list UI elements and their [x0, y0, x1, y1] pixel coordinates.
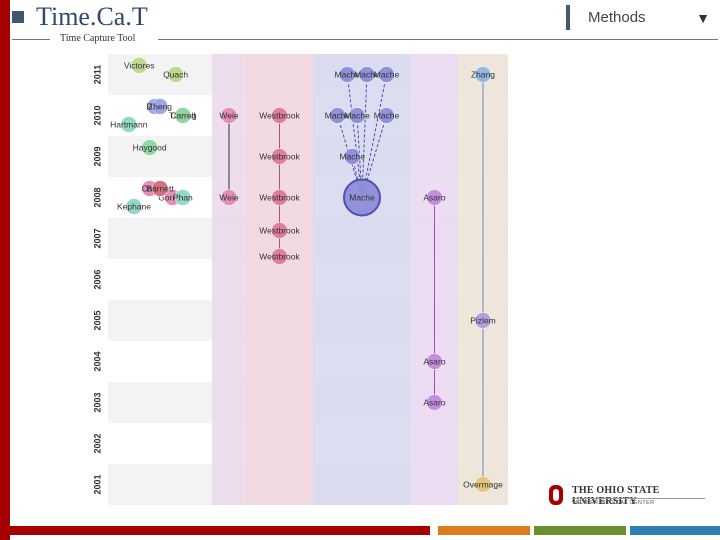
author-label: Mache	[374, 111, 400, 121]
methods-marker	[566, 5, 570, 30]
footer-bar-orange	[438, 526, 530, 535]
footer-color-bars	[10, 526, 720, 540]
author-label: Mache	[335, 70, 361, 80]
author-label: Zheng	[148, 102, 172, 112]
author-label: Barnett	[146, 184, 174, 194]
author-node[interactable]	[329, 107, 346, 124]
author-label: Mache	[325, 111, 351, 121]
year-label: 2007	[92, 228, 102, 248]
author-node[interactable]	[174, 189, 192, 206]
author-label: Haygood	[133, 143, 167, 153]
author-label: Hartmann	[110, 120, 148, 130]
author-node[interactable]	[348, 107, 366, 124]
left-brand-bar	[0, 0, 10, 540]
author-node[interactable]	[426, 189, 443, 206]
author-node[interactable]	[271, 189, 288, 206]
author-node[interactable]	[167, 66, 184, 83]
author-node[interactable]	[474, 66, 492, 83]
author-node[interactable]	[220, 107, 238, 124]
author-node[interactable]	[378, 66, 395, 83]
author-label: Westbrook	[259, 226, 300, 236]
author-node[interactable]	[271, 148, 288, 165]
author-node[interactable]	[426, 353, 443, 370]
author-label: Chu	[142, 184, 158, 194]
author-label: Westbrook	[259, 193, 300, 203]
block-o-icon	[549, 485, 563, 505]
author-node[interactable]	[358, 66, 376, 83]
author-node[interactable]	[125, 198, 143, 215]
year-label: 2004	[92, 351, 102, 371]
header-rule-right	[158, 39, 718, 40]
year-label: 2008	[92, 187, 102, 207]
author-label: Pizlem	[470, 316, 496, 326]
author-label: Mache	[354, 70, 380, 80]
author-label: Victores	[124, 61, 155, 71]
author-label: Westbrook	[259, 252, 300, 262]
timeline-svg: 2011 2010 2009 2008 2007 2006 2005 2004 2003 2002…	[92, 54, 508, 505]
university-name: THE OHIO STATE UNIVERSITY	[572, 485, 660, 507]
footer-bar-green	[534, 526, 626, 535]
author-label: Mache	[349, 193, 375, 203]
author-node[interactable]	[174, 107, 192, 124]
author-node[interactable]	[474, 476, 492, 493]
methods-label: Methods	[588, 9, 646, 26]
year-label: 2003	[92, 392, 102, 412]
author-label: Mache	[344, 111, 370, 121]
methods-dropdown[interactable]: Methods ▼	[566, 5, 716, 30]
author-node[interactable]	[141, 139, 158, 156]
year-label: 2011	[92, 65, 102, 85]
author-node[interactable]	[426, 394, 443, 411]
author-node[interactable]	[151, 98, 169, 115]
year-label: 2009	[92, 146, 102, 166]
author-node[interactable]	[271, 222, 288, 239]
author-node[interactable]	[474, 312, 492, 329]
author-label: Mache	[339, 152, 365, 162]
author-label: Overmage	[463, 480, 503, 490]
author-label: Mache	[374, 70, 400, 80]
author-label: Kephane	[117, 202, 151, 212]
page-subtitle: Time Capture Tool	[60, 33, 136, 44]
chevron-down-icon[interactable]: ▼	[696, 10, 710, 26]
medical-center-name: WEXNER MEDICAL CENTER	[572, 500, 655, 506]
author-node[interactable]	[271, 248, 288, 265]
year-label: 2010	[92, 105, 102, 125]
year-label: 2006	[92, 269, 102, 289]
author-node[interactable]	[343, 178, 381, 217]
author-node[interactable]	[343, 148, 361, 165]
title-bullet-icon	[12, 11, 24, 23]
author-label: Asaro	[423, 357, 445, 367]
year-label: 2005	[92, 310, 102, 330]
author-node[interactable]	[271, 107, 288, 124]
timeline-link	[361, 74, 387, 198]
author-label: Weie	[219, 111, 238, 121]
osu-logo: THE OHIO STATE UNIVERSITY WEXNER MEDICAL…	[548, 483, 718, 513]
author-label: Weie	[219, 193, 238, 203]
author-node[interactable]	[130, 57, 148, 74]
author-node[interactable]	[220, 189, 238, 206]
author-label: Westbrook	[259, 111, 300, 121]
method-column	[313, 54, 411, 505]
author-label: Asaro	[423, 398, 445, 408]
header-rule-left	[12, 39, 50, 40]
author-node[interactable]	[151, 180, 169, 197]
author-label: Carrell	[170, 111, 195, 121]
footer-bar-red	[10, 526, 430, 535]
author-label: Gordon	[158, 193, 187, 203]
year-label: 2001	[92, 474, 102, 494]
timeline-link	[361, 74, 368, 198]
author-node[interactable]	[120, 116, 138, 133]
osu-divider	[572, 498, 705, 499]
footer-bar-blue	[630, 526, 720, 535]
author-node[interactable]	[378, 107, 395, 124]
author-label: Quach	[163, 70, 188, 80]
author-node[interactable]	[339, 66, 356, 83]
timeline-link	[346, 74, 363, 198]
author-label: Phan	[173, 193, 193, 203]
author-label: Zhang	[471, 70, 495, 80]
timeline-diagram: 2011 2010 2009 2008 2007 2006 2005 2004 2003 2002…	[86, 52, 516, 512]
page-title: Time.Ca.T	[36, 2, 148, 31]
author-label: Asaro	[423, 193, 445, 203]
author-label: Westbrook	[259, 152, 300, 162]
year-label: 2002	[92, 433, 102, 453]
